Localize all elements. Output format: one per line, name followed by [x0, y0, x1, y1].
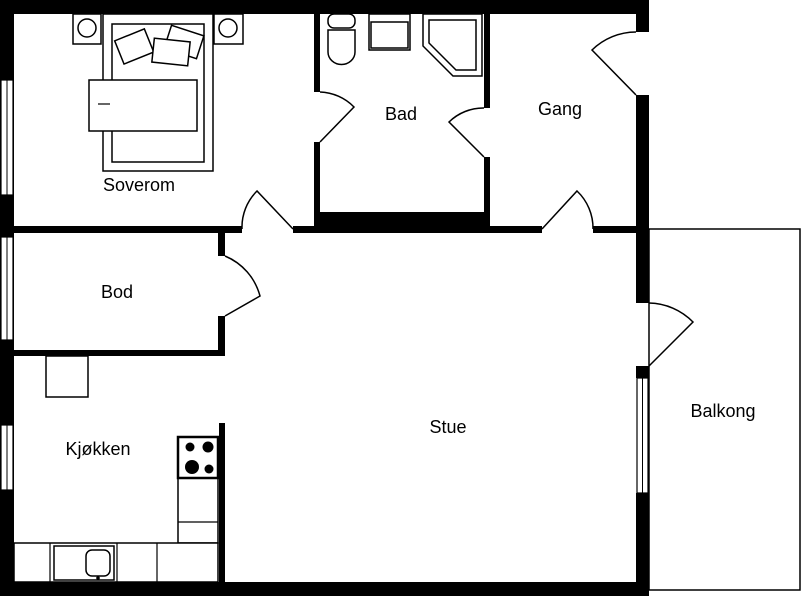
- toilet-bowl: [327, 29, 356, 66]
- fridge: [45, 355, 89, 398]
- door-bod[interactable]: [224, 255, 261, 317]
- room-label-balkong: Balkong: [690, 401, 755, 421]
- door-entrance[interactable]: [590, 31, 637, 96]
- room-label-stue: Stue: [429, 417, 466, 437]
- room-label-bod: Bod: [101, 282, 133, 302]
- pillow: [113, 27, 155, 66]
- door-bad-right[interactable]: [447, 107, 485, 158]
- balcony-outline: [648, 228, 801, 591]
- room-label-gang: Gang: [538, 99, 582, 119]
- room-label-soverom: Soverom: [103, 175, 175, 195]
- door-balkong[interactable]: [648, 302, 695, 367]
- bathroom-fixtures: [327, 13, 483, 77]
- toilet-tank: [327, 13, 356, 29]
- doors: [224, 31, 695, 367]
- door-soverom[interactable]: [241, 189, 294, 230]
- bed: [72, 13, 244, 172]
- room-label-kjokken: Kjøkken: [65, 439, 130, 459]
- door-bad-left[interactable]: [319, 91, 356, 143]
- counter-bottom: [13, 542, 219, 583]
- blanket: [88, 79, 198, 132]
- kitchen-fixtures: [13, 355, 220, 583]
- door-gang[interactable]: [541, 189, 594, 230]
- room-label-bad: Bad: [385, 104, 417, 124]
- pillow: [151, 37, 191, 67]
- windows: [0, 79, 649, 494]
